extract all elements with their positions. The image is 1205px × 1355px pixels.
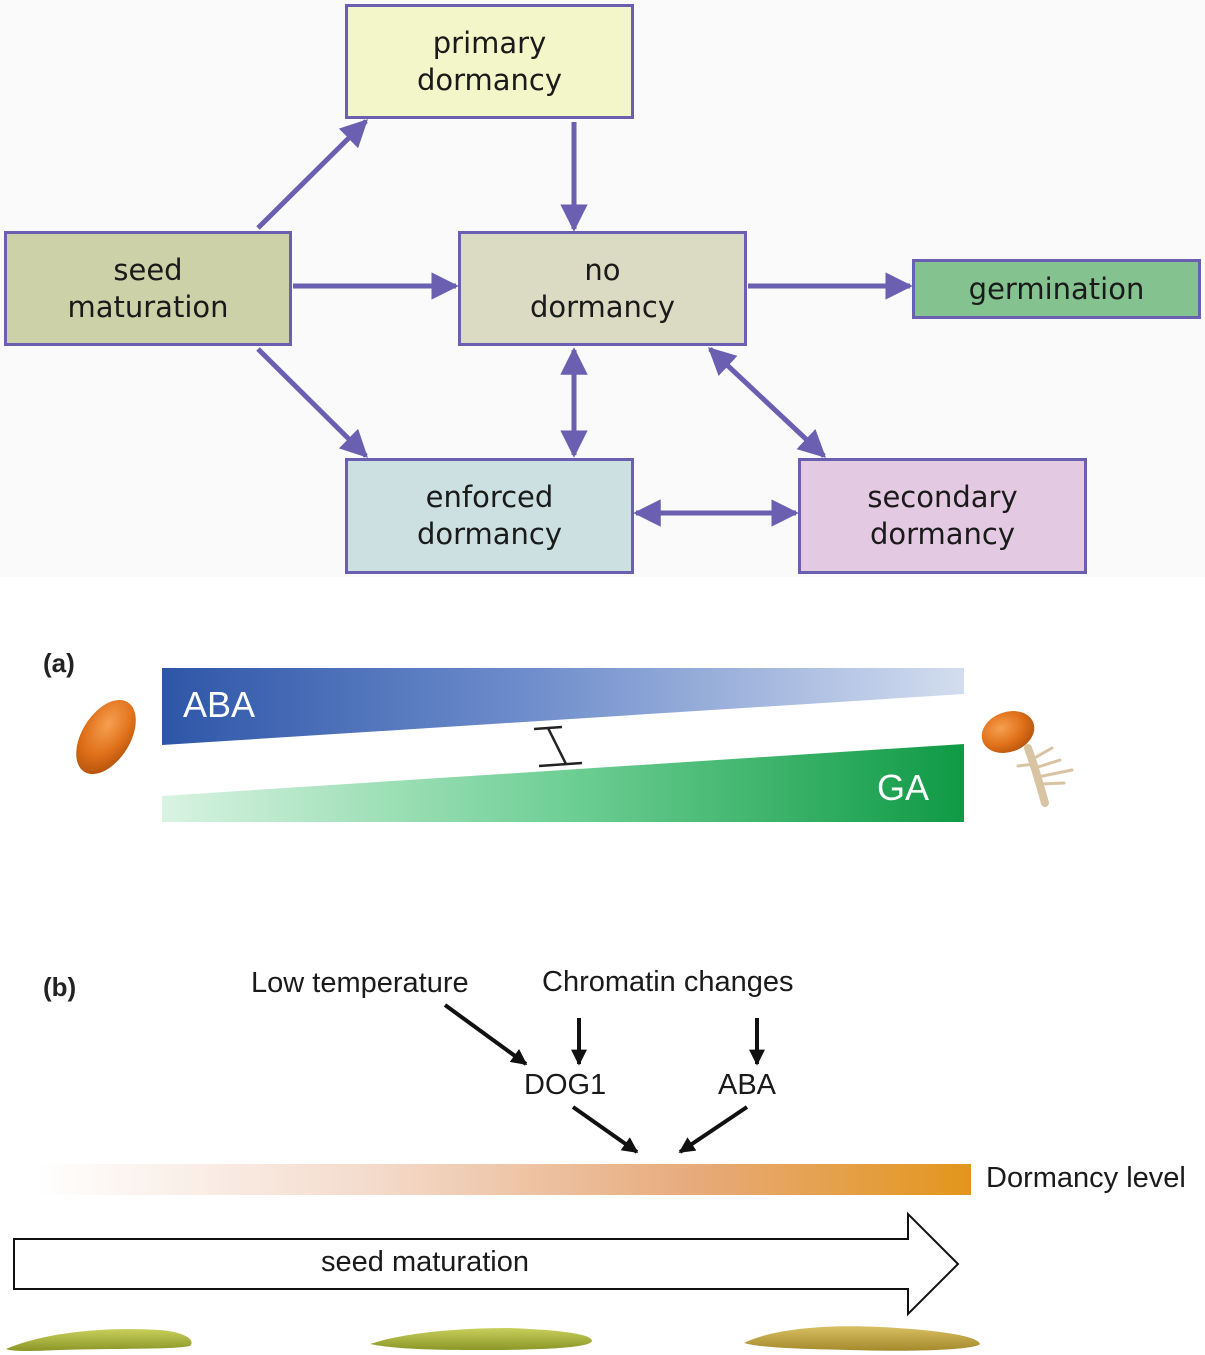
- aba-factor-label: ABA: [718, 1069, 777, 1101]
- node-enforced-dormancy: enforced dormancy: [345, 458, 634, 574]
- seed-maturation-arrow: [13, 1211, 960, 1317]
- chromatin-changes-label: Chromatin changes: [542, 966, 794, 998]
- ga-label: GA: [877, 767, 930, 808]
- dry-seed-icon: [76, 699, 136, 775]
- node-secondary-dormancy: secondary dormancy: [798, 458, 1087, 574]
- node-germ-line1: germination: [968, 271, 1145, 306]
- dormancy-level-bar: [37, 1164, 971, 1195]
- flowchart-arrows: [256, 119, 913, 527]
- panel-b-label: (b): [43, 972, 77, 1002]
- aba-wedge: [162, 668, 964, 745]
- arrow-lowtemp-to-dog1: [443, 1003, 528, 1066]
- silique-mature-icon: [744, 1326, 980, 1351]
- aba-label: ABA: [183, 684, 256, 725]
- node-no-dormancy: no dormancy: [458, 231, 747, 346]
- arrow-aba-to-dormancy: [678, 1105, 749, 1154]
- arrow-seed-to-primary: [256, 119, 368, 230]
- balance-marker-icon: [533, 725, 583, 768]
- node-seed-maturation: seed maturation: [4, 231, 292, 346]
- node-nodorm-line2: dormancy: [529, 289, 676, 324]
- node-secondary-line1: secondary: [867, 480, 1018, 514]
- node-nodorm-line1: no: [584, 252, 621, 287]
- arrow-seed-to-enforced: [256, 347, 368, 458]
- silique-green-icon: [6, 1328, 192, 1351]
- node-primary-line1: primary: [432, 25, 547, 60]
- node-primary-dormancy: primary dormancy: [345, 4, 634, 119]
- node-seedmat-line2: maturation: [67, 289, 229, 324]
- node-secondary-line2: dormancy: [869, 517, 1016, 551]
- silique-yellowgreen-icon: [370, 1328, 592, 1350]
- germinating-seed-icon: [981, 711, 1074, 807]
- node-germination: germination: [912, 259, 1201, 319]
- dog1-label: DOG1: [524, 1069, 607, 1101]
- node-enforced-line2: dormancy: [416, 517, 563, 551]
- dormancy-level-label: Dormancy level: [986, 1162, 1186, 1194]
- seed-maturation-label: seed maturation: [321, 1246, 529, 1278]
- ga-wedge: [162, 744, 964, 822]
- node-primary-line2: dormancy: [416, 62, 563, 97]
- node-enforced-line1: enforced: [425, 480, 554, 514]
- low-temperature-label: Low temperature: [251, 967, 469, 999]
- arrow-nodormancy-secondary: [707, 347, 827, 458]
- node-seedmat-line1: seed: [113, 252, 183, 287]
- arrow-dog1-to-dormancy: [571, 1105, 639, 1154]
- panel-a-label: (a): [43, 648, 75, 678]
